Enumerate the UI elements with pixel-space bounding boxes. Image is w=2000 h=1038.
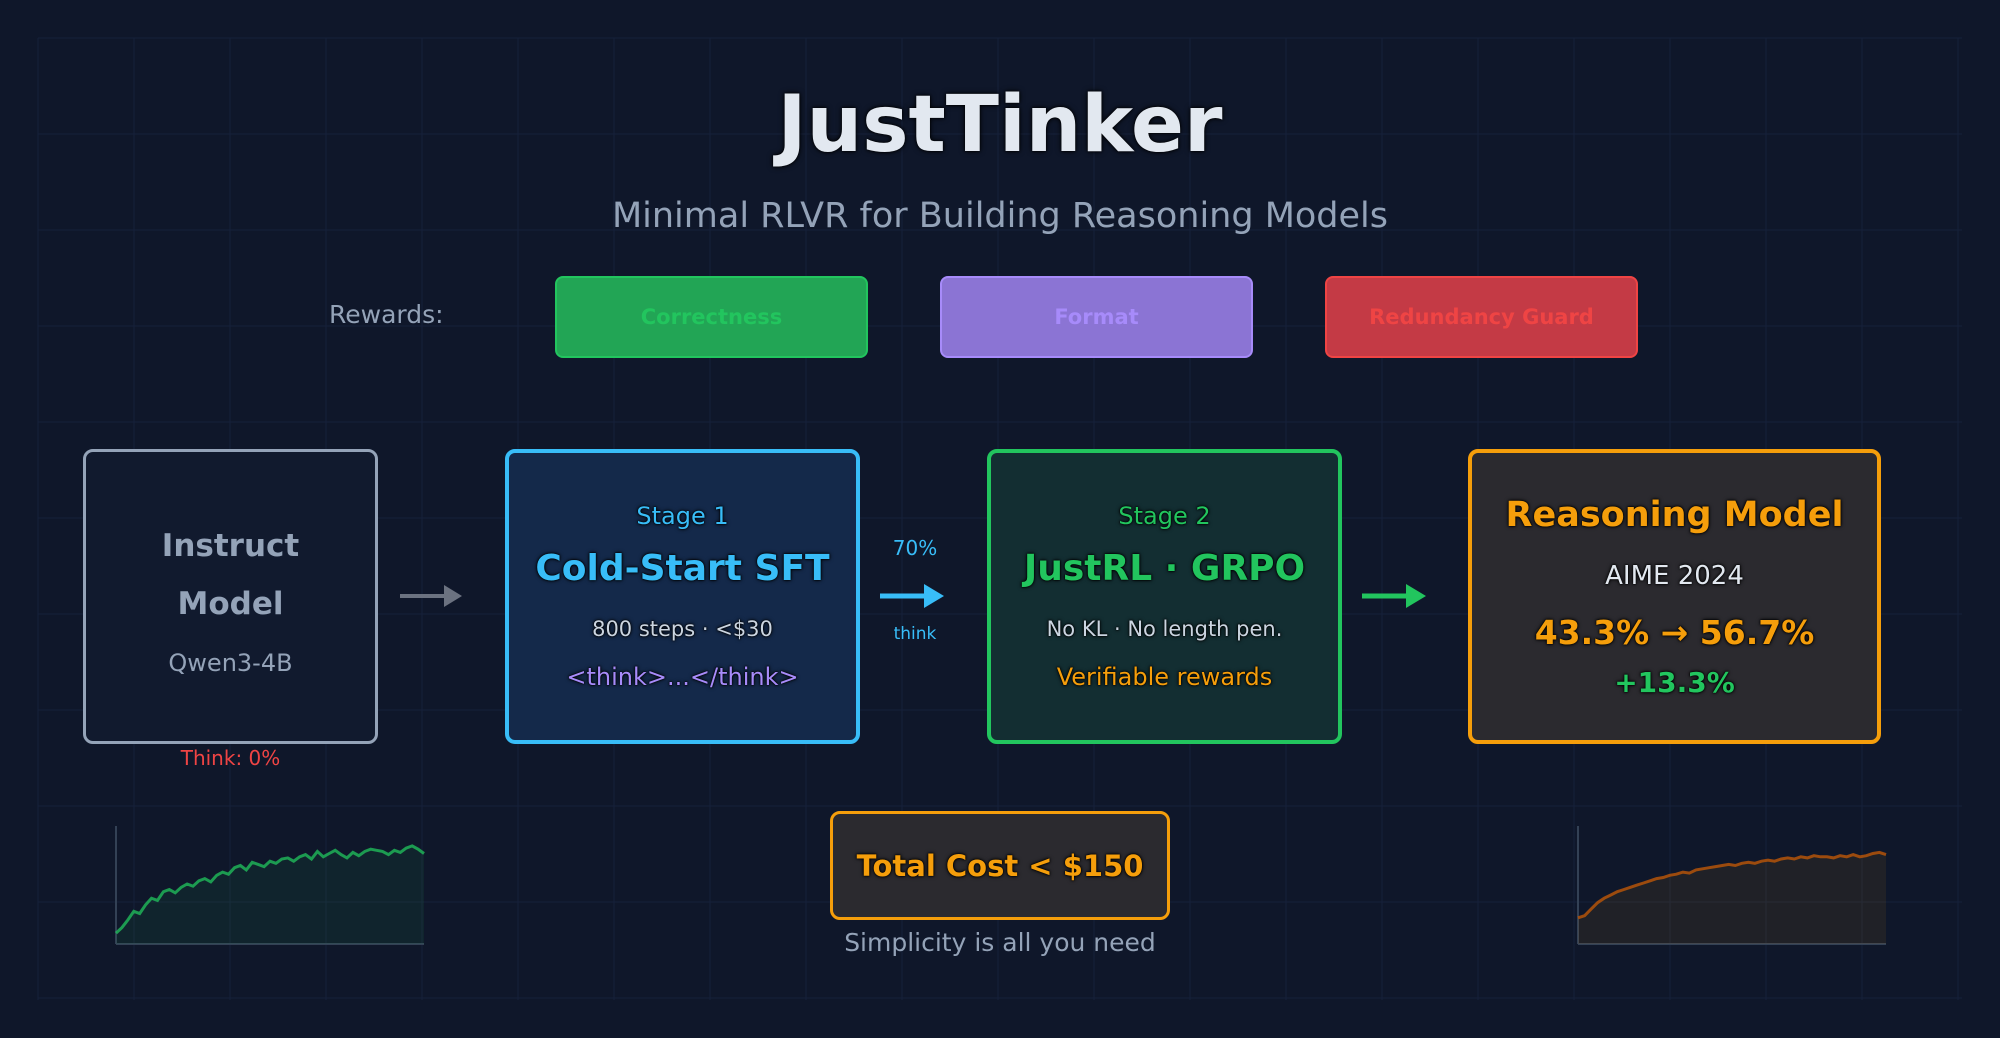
arrow-stage2-to-result bbox=[1362, 584, 1426, 608]
rewards-label: Rewards: bbox=[329, 300, 444, 329]
think-rate-label: Think: 0% bbox=[180, 746, 281, 770]
right-sparkline-line bbox=[1577, 850, 1887, 920]
instruct-title-line1: Instruct bbox=[161, 527, 300, 564]
instruct-base-model: Qwen3-4B bbox=[168, 648, 293, 677]
reward-format: Format bbox=[940, 276, 1253, 358]
stage1-label: Stage 1 bbox=[636, 502, 729, 530]
stage1-title: Cold-Start SFT bbox=[535, 548, 830, 589]
cost-tagline: Simplicity is all you need bbox=[844, 928, 1156, 957]
page-subtitle: Minimal RLVR for Building Reasoning Mode… bbox=[611, 196, 1389, 236]
stage1-detail: 800 steps · <$30 bbox=[592, 617, 773, 641]
reward-correctness: Correctness bbox=[555, 276, 868, 358]
left-sparkline-area bbox=[116, 845, 424, 944]
left-sparkline-line bbox=[114, 844, 425, 935]
right-sparkline-area bbox=[1578, 852, 1886, 944]
reward-redundancy-guard: Redundancy Guard bbox=[1325, 276, 1638, 358]
stage1-box: Stage 1 Cold-Start SFT 800 steps · <$30 … bbox=[505, 449, 860, 744]
stage2-title: JustRL · GRPO bbox=[1023, 548, 1306, 589]
stage1-tag: <think>...</think> bbox=[566, 663, 799, 691]
instruct-title-line2: Model bbox=[177, 585, 284, 622]
transition-label: think bbox=[893, 624, 937, 644]
stage2-detail: No KL · No length pen. bbox=[1046, 617, 1283, 641]
total-cost-box: Total Cost < $150 bbox=[830, 811, 1170, 920]
right-sparkline bbox=[1577, 826, 1887, 945]
result-score: 43.3% → 56.7% bbox=[1534, 612, 1815, 652]
stage2-label: Stage 2 bbox=[1118, 502, 1211, 530]
reasoning-model-box: Reasoning Model AIME 2024 43.3% → 56.7% … bbox=[1468, 449, 1881, 744]
arrow-stage1-to-stage2 bbox=[880, 584, 944, 608]
transition-percent: 70% bbox=[892, 536, 938, 560]
arrow-instruct-to-stage1 bbox=[400, 585, 462, 607]
instruct-model-box: Instruct Model Qwen3-4B bbox=[83, 449, 378, 744]
stage2-note: Verifiable rewards bbox=[1056, 663, 1273, 691]
result-benchmark: AIME 2024 bbox=[1605, 560, 1744, 591]
result-gain: +13.3% bbox=[1614, 665, 1735, 699]
left-sparkline bbox=[114, 826, 425, 945]
result-title: Reasoning Model bbox=[1505, 494, 1844, 535]
page-title: JustTinker bbox=[777, 80, 1223, 170]
stage2-box: Stage 2 JustRL · GRPO No KL · No length … bbox=[987, 449, 1342, 744]
